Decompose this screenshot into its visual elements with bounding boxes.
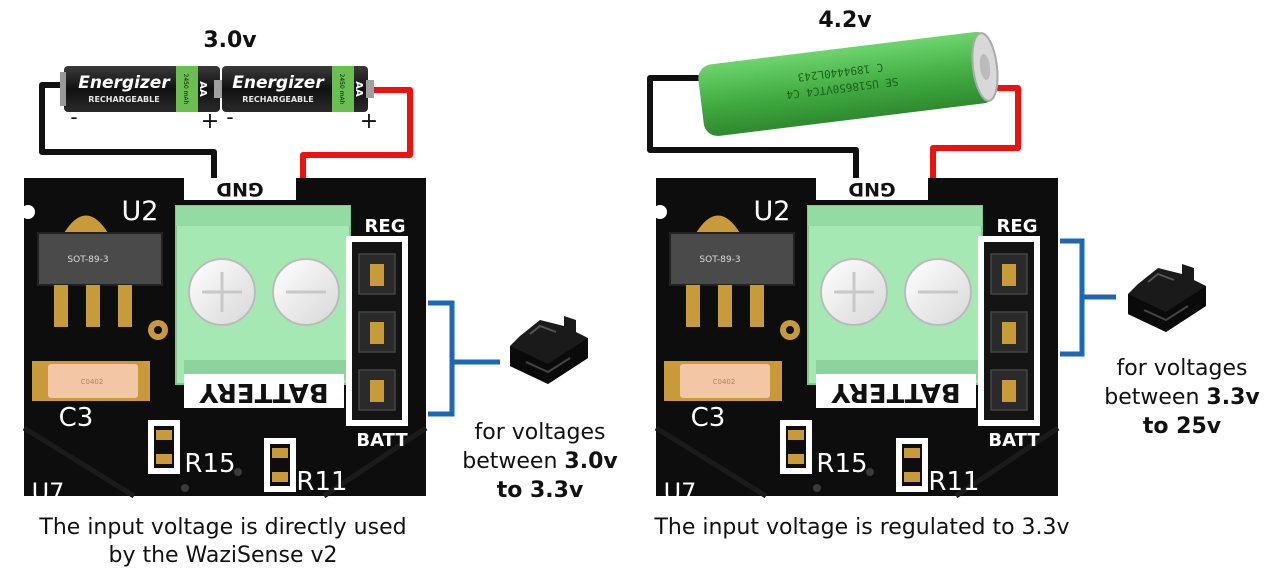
right-note-line3: to 25v [1082, 412, 1281, 441]
jumper-bracket-right [1060, 241, 1116, 354]
pcb-c3-label-r: C3 [691, 403, 726, 433]
battery-sub-2: RECHARGEABLE [242, 95, 313, 104]
pcb-batt-label-r: BATT [988, 430, 1040, 451]
battery-brand-2: Energizer [232, 73, 325, 93]
pcb-gnd-label: GND [216, 178, 263, 200]
battery-side-1: 2450 mAh [182, 74, 189, 105]
minus-sign-1: - [70, 105, 77, 129]
pcb-sot-label-r: SOT-89-3 [699, 255, 740, 265]
pcb-battery-label-r: BATTERY [830, 377, 960, 407]
pcb-c3-label: C3 [59, 403, 94, 433]
right-voltage-label: 4.2v [795, 8, 895, 33]
right-note-line1: for voltages [1082, 354, 1281, 383]
li-ion-cell: SE US18650VTC4 C4 C 1894440L243 [697, 30, 1002, 138]
pcb-batt-label: BATT [356, 430, 408, 451]
left-caption-line1: The input voltage is directly used [0, 514, 446, 542]
pcb-cap-text-r: C0402 [713, 378, 736, 386]
pcb-gnd-label-r: GND [848, 178, 895, 200]
pcb-reg-label-r: REG [997, 216, 1038, 237]
pcb-u2-label-r: U2 [754, 196, 791, 227]
minus-sign-2: - [226, 105, 233, 129]
left-note-line1: for voltages [440, 418, 640, 447]
jumper-bracket-left [428, 303, 500, 414]
left-jumper-note: for voltages between 3.0v to 3.3v [440, 418, 640, 505]
pcb-reg-label: REG [365, 216, 406, 237]
battery-side-2: 2450 mAh [338, 74, 345, 105]
pcb-battery-label: BATTERY [198, 377, 328, 407]
pcb-plus-label-r: + [904, 178, 924, 206]
pcb-r15-label-r: R15 [816, 449, 867, 479]
right-caption-line1: The input voltage is regulated to 3.3v [620, 514, 1104, 542]
pcb-r11-label: R11 [296, 467, 347, 497]
right-jumper-note: for voltages between 3.3v to 25v [1082, 354, 1281, 441]
left-note-line3: to 3.3v [440, 476, 640, 505]
pcb-u7-label: U7 [32, 478, 65, 506]
right-note-line2: between 3.3v [1082, 383, 1281, 412]
left-caption: The input voltage is directly used by th… [0, 514, 446, 570]
plus-sign-1: + [201, 109, 219, 134]
plus-sign-2: + [360, 109, 378, 134]
pcb-u7-label-r: U7 [664, 478, 697, 506]
battery-aa-2: AA [353, 81, 364, 97]
battery-sub-1: RECHARGEABLE [88, 95, 159, 104]
pcb-sot-label: SOT-89-3 [67, 255, 108, 265]
left-note-line2: between 3.0v [440, 447, 640, 476]
battery-aa-1: AA [197, 81, 208, 97]
battery-brand-1: Energizer [78, 73, 171, 93]
pcb-r11-label-r: R11 [928, 467, 979, 497]
pcb-cap-text: C0402 [81, 378, 104, 386]
left-voltage-label: 3.0v [180, 28, 280, 53]
pcb-plus-label: + [272, 178, 292, 206]
pcb-r15-label: R15 [184, 449, 235, 479]
right-caption: The input voltage is regulated to 3.3v [620, 514, 1104, 542]
jumper-right [1128, 264, 1206, 332]
pcb-u2-label: U2 [122, 196, 159, 227]
left-caption-line2: by the WaziSense v2 [0, 542, 446, 570]
jumper-left [510, 316, 588, 384]
